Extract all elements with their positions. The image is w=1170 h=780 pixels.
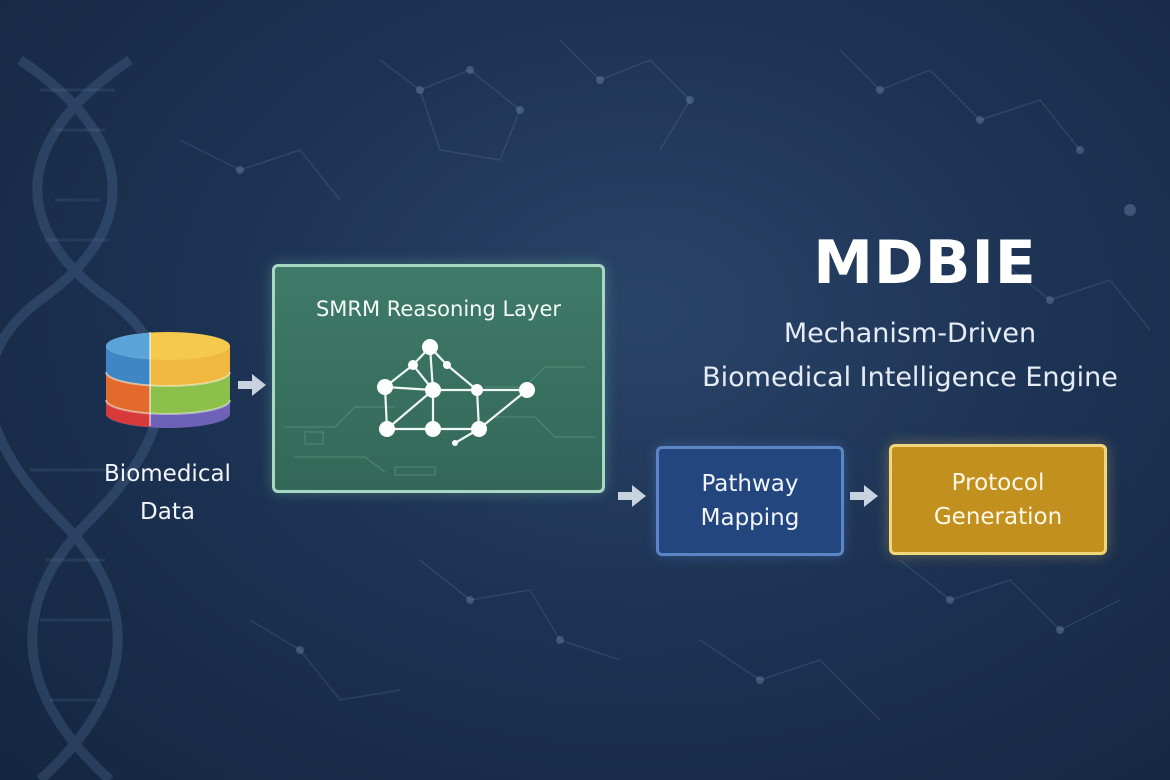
subtitle-line-2: Biomedical Intelligence Engine: [702, 362, 1118, 393]
pathway-line-2: Mapping: [700, 505, 800, 531]
dna-rungs: [30, 88, 120, 702]
page-title: MDBIE: [813, 228, 1037, 298]
arrow-pathway-to-protocol-icon: [850, 485, 878, 507]
protocol-line-1: Protocol: [951, 469, 1045, 496]
pathway-line-1: Pathway: [701, 471, 799, 497]
arrow-smrm-to-pathway-icon: [618, 485, 646, 507]
network-graph-icon: [377, 339, 535, 446]
network-dots: [236, 66, 1136, 684]
smrm-circuit-decoration: [285, 366, 595, 476]
database-icon: [100, 318, 236, 434]
subtitle-line-1: Mechanism-Driven: [783, 318, 1037, 349]
smrm-label: SMRM Reasoning Layer: [315, 297, 562, 321]
node-protocol-generation: Protocol Generation: [889, 444, 1107, 555]
node-biomedical-data-label: Biomedical Data: [80, 455, 255, 531]
node-pathway-mapping: Pathway Mapping: [656, 446, 844, 556]
data-label-line-2: Data: [140, 499, 195, 525]
protocol-line-2: Generation: [933, 503, 1063, 530]
arrow-data-to-smrm-icon: [238, 374, 266, 396]
node-smrm-reasoning-layer: SMRM Reasoning Layer: [272, 264, 605, 493]
page-subtitle: Mechanism-Driven Biomedical Intelligence…: [660, 312, 1160, 400]
data-label-line-1: Biomedical: [104, 461, 231, 487]
molecule-network-icon: [179, 39, 1151, 721]
